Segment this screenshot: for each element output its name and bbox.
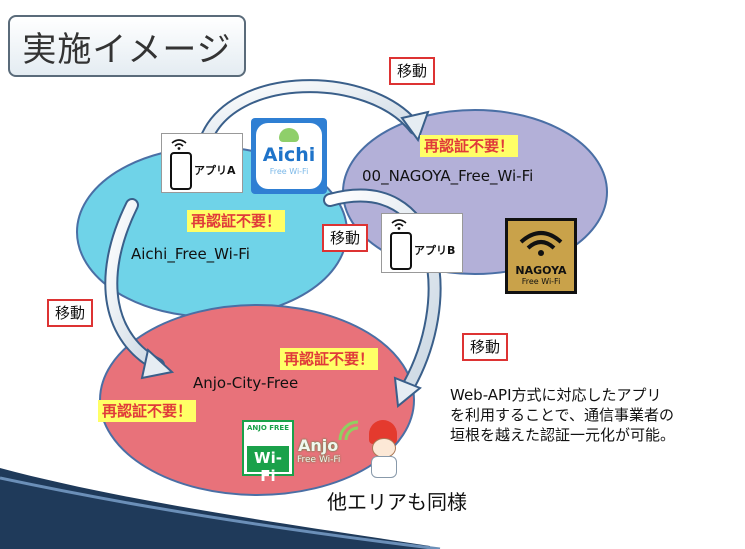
nagoya-logo-text: NAGOYA [515,264,567,277]
smartphone-icon [390,232,412,270]
mascot-icon [279,128,299,142]
app-b-label: アプリB [414,244,456,257]
wifi-icon [519,231,563,256]
aichi-logo-text: Aichi [262,144,316,166]
footer-note: 他エリアも同様 [327,490,467,514]
reauth-badge-nagoya: 再認証不要！ [420,135,519,157]
footer-swoosh [0,468,430,549]
page-title: 実施イメージ [8,15,246,77]
reauth-badge-anjo-right: 再認証不要！ [280,348,379,370]
description-line: 垣根を越えた認証一元化が可能。 [450,426,676,444]
aichi-free-wifi-logo: Aichi Free Wi-Fi [251,118,327,194]
anjo-logo-wifi-text: Wi-Fi [254,449,282,485]
move-label-right: 移動 [462,333,509,361]
move-label-left: 移動 [47,299,94,327]
description-line: を利用することで、通信事業者の [450,406,674,424]
move-label-top: 移動 [389,57,436,85]
reauth-badge-anjo-left: 再認証不要！ [98,400,197,422]
reauth-badge-aichi: 再認証不要！ [187,210,286,232]
wifi-icon [391,219,407,230]
anjo-free-wifi-logo: ANJO FREE Wi-Fi [242,420,294,485]
ssid-nagoya: 00_NAGOYA_Free_Wi-Fi [362,167,534,185]
ssid-aichi: Aichi_Free_Wi-Fi [131,245,250,263]
smartphone-icon [170,152,192,190]
mascot-icon [365,420,401,478]
aichi-logo-subtext: Free Wi-Fi [269,167,309,176]
ssid-anjo: Anjo-City-Free [193,374,299,392]
nagoya-free-wifi-logo: NAGOYA Free Wi-Fi [505,218,577,294]
anjo-logo-name: Anjo [298,436,339,455]
nagoya-logo-subtext: Free Wi-Fi [521,277,561,286]
app-a-card: アプリA [161,133,243,193]
wifi-icon [338,420,359,441]
app-a-label: アプリA [194,164,236,177]
description: Web-API方式に対応したアプリ を利用することで、通信事業者の 垣根を越えた… [450,385,675,445]
app-b-card: アプリB [381,213,463,273]
description-line: Web-API方式に対応したアプリ [450,386,662,404]
move-label-middle: 移動 [322,224,369,252]
wifi-icon [171,139,187,150]
anjo-logo-top-text: ANJO FREE [246,424,289,432]
anjo-logo-subtext: Free Wi-Fi [297,455,341,465]
